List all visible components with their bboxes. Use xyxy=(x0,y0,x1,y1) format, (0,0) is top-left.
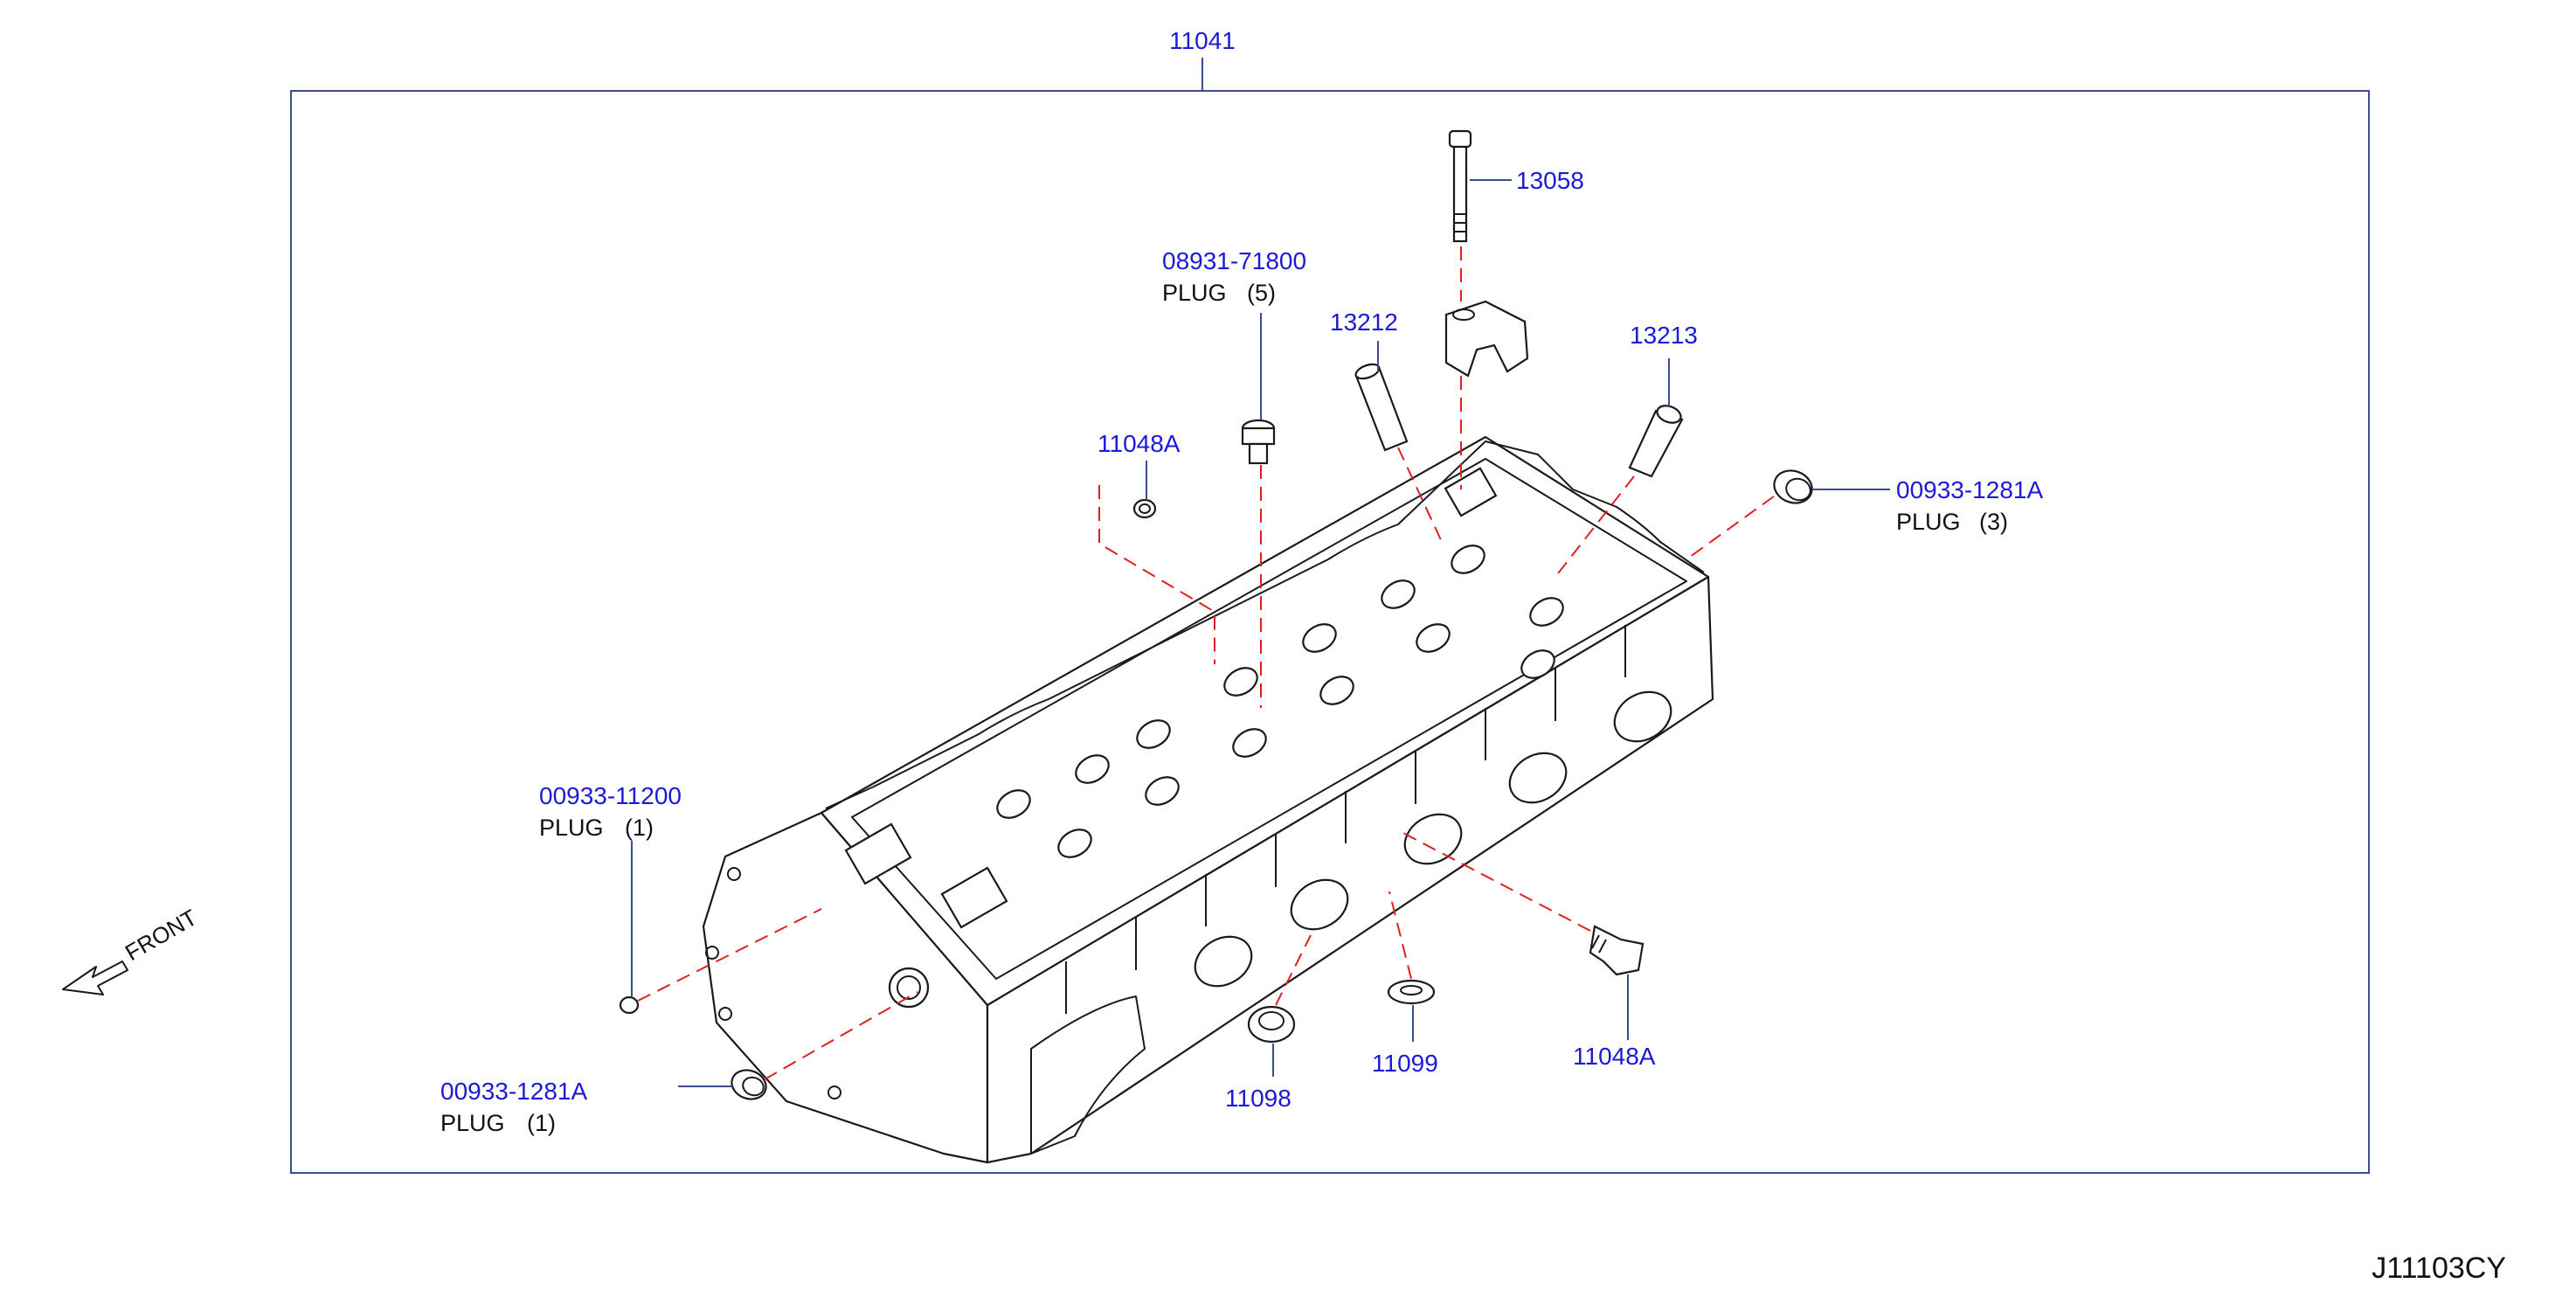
assembly-frame xyxy=(290,90,2370,1174)
label-00933-1281a-left[interactable]: 00933-1281A xyxy=(440,1078,587,1105)
valve-seat-8 xyxy=(1529,597,1564,627)
plug-11048a-bottom[interactable] xyxy=(1589,925,1645,976)
label-13213[interactable]: 13213 xyxy=(1630,322,1698,349)
end-bolt-2 xyxy=(705,946,719,960)
valve-seat-11 xyxy=(1232,728,1267,758)
timing-cover xyxy=(1030,995,1146,1155)
valve-seat-6 xyxy=(1381,579,1416,609)
end-face-hole xyxy=(888,967,930,1009)
valve-seat-14 xyxy=(1520,649,1555,679)
side-ribs xyxy=(1065,625,1626,1014)
plug-11048a-top[interactable] xyxy=(1132,498,1157,519)
front-label: FRONT xyxy=(121,904,202,966)
plug-00933-1281a-left[interactable] xyxy=(728,1065,771,1104)
washer-11098[interactable] xyxy=(1247,1005,1296,1044)
front-arrow-icon xyxy=(62,961,128,995)
label-13058[interactable]: 13058 xyxy=(1516,167,1584,194)
side-port-1 xyxy=(1194,935,1253,988)
valve-seat-13 xyxy=(1416,623,1451,653)
desc-00933-11200: PLUG xyxy=(539,815,604,841)
label-11098[interactable]: 11098 xyxy=(1225,1085,1291,1112)
plug-00933-11200[interactable] xyxy=(619,995,640,1015)
valve-seat-2 xyxy=(1075,754,1110,784)
qty-00933-11200: (1) xyxy=(625,815,654,841)
side-port-4 xyxy=(1508,752,1568,804)
label-11048a-bottom[interactable]: 11048A xyxy=(1573,1043,1656,1070)
label-08931-71800[interactable]: 08931-71800 xyxy=(1162,247,1306,274)
valve-seat-1 xyxy=(996,789,1031,819)
valve-seat-12 xyxy=(1319,676,1354,705)
qty-08931-71800: (5) xyxy=(1247,280,1276,306)
label-00933-11200[interactable]: 00933-11200 xyxy=(539,782,682,809)
head-top-deck xyxy=(820,435,1710,1007)
qty-00933-1281a-left: (1) xyxy=(527,1110,556,1136)
desc-00933-1281a-left: PLUG xyxy=(440,1110,505,1136)
valve-seat-9 xyxy=(1057,829,1092,858)
valve-seat-10 xyxy=(1145,776,1180,806)
desc-00933-1281a-right: PLUG xyxy=(1896,509,1961,535)
qty-00933-1281a-right: (3) xyxy=(1979,509,2008,535)
sleeve-13213[interactable] xyxy=(1628,403,1684,478)
cam-cap-1 xyxy=(844,822,912,885)
cam-cap-2 xyxy=(940,866,1008,929)
side-port-2 xyxy=(1290,878,1349,931)
sleeve-13212[interactable] xyxy=(1354,362,1409,452)
end-bolt-4 xyxy=(828,1085,841,1099)
plug-00933-1281a-right[interactable] xyxy=(1769,466,1817,509)
valve-seat-5 xyxy=(1302,623,1337,653)
valve-seat-4 xyxy=(1223,667,1258,697)
head-rim xyxy=(825,440,1705,809)
desc-08931-71800: PLUG xyxy=(1162,280,1227,306)
side-port-5 xyxy=(1613,690,1672,743)
bolt-13058[interactable] xyxy=(1448,129,1472,243)
drawing-code: J11103CY xyxy=(2372,1252,2506,1285)
cam-cap-3 xyxy=(1444,467,1498,517)
side-port-3 xyxy=(1403,813,1463,865)
head-deck-inner xyxy=(851,458,1687,980)
label-13212[interactable]: 13212 xyxy=(1330,309,1398,336)
plug-08931-71800[interactable] xyxy=(1241,419,1276,465)
main-part-number[interactable]: 11041 xyxy=(1169,27,1236,54)
label-11099[interactable]: 11099 xyxy=(1372,1050,1438,1077)
cylinder-head xyxy=(702,435,1714,1164)
valve-seat-7 xyxy=(1451,544,1485,574)
end-face-hole-inner xyxy=(897,975,921,1000)
valve-seat-3 xyxy=(1136,719,1171,749)
label-11048a-top[interactable]: 11048A xyxy=(1098,430,1181,457)
end-bolt-1 xyxy=(727,867,741,881)
bracket-13058 xyxy=(1444,300,1529,378)
end-bolt-3 xyxy=(718,1007,732,1021)
install-lines xyxy=(637,246,1775,1080)
label-00933-1281a-right[interactable]: 00933-1281A xyxy=(1896,476,2043,503)
washer-11099[interactable] xyxy=(1387,979,1436,1005)
